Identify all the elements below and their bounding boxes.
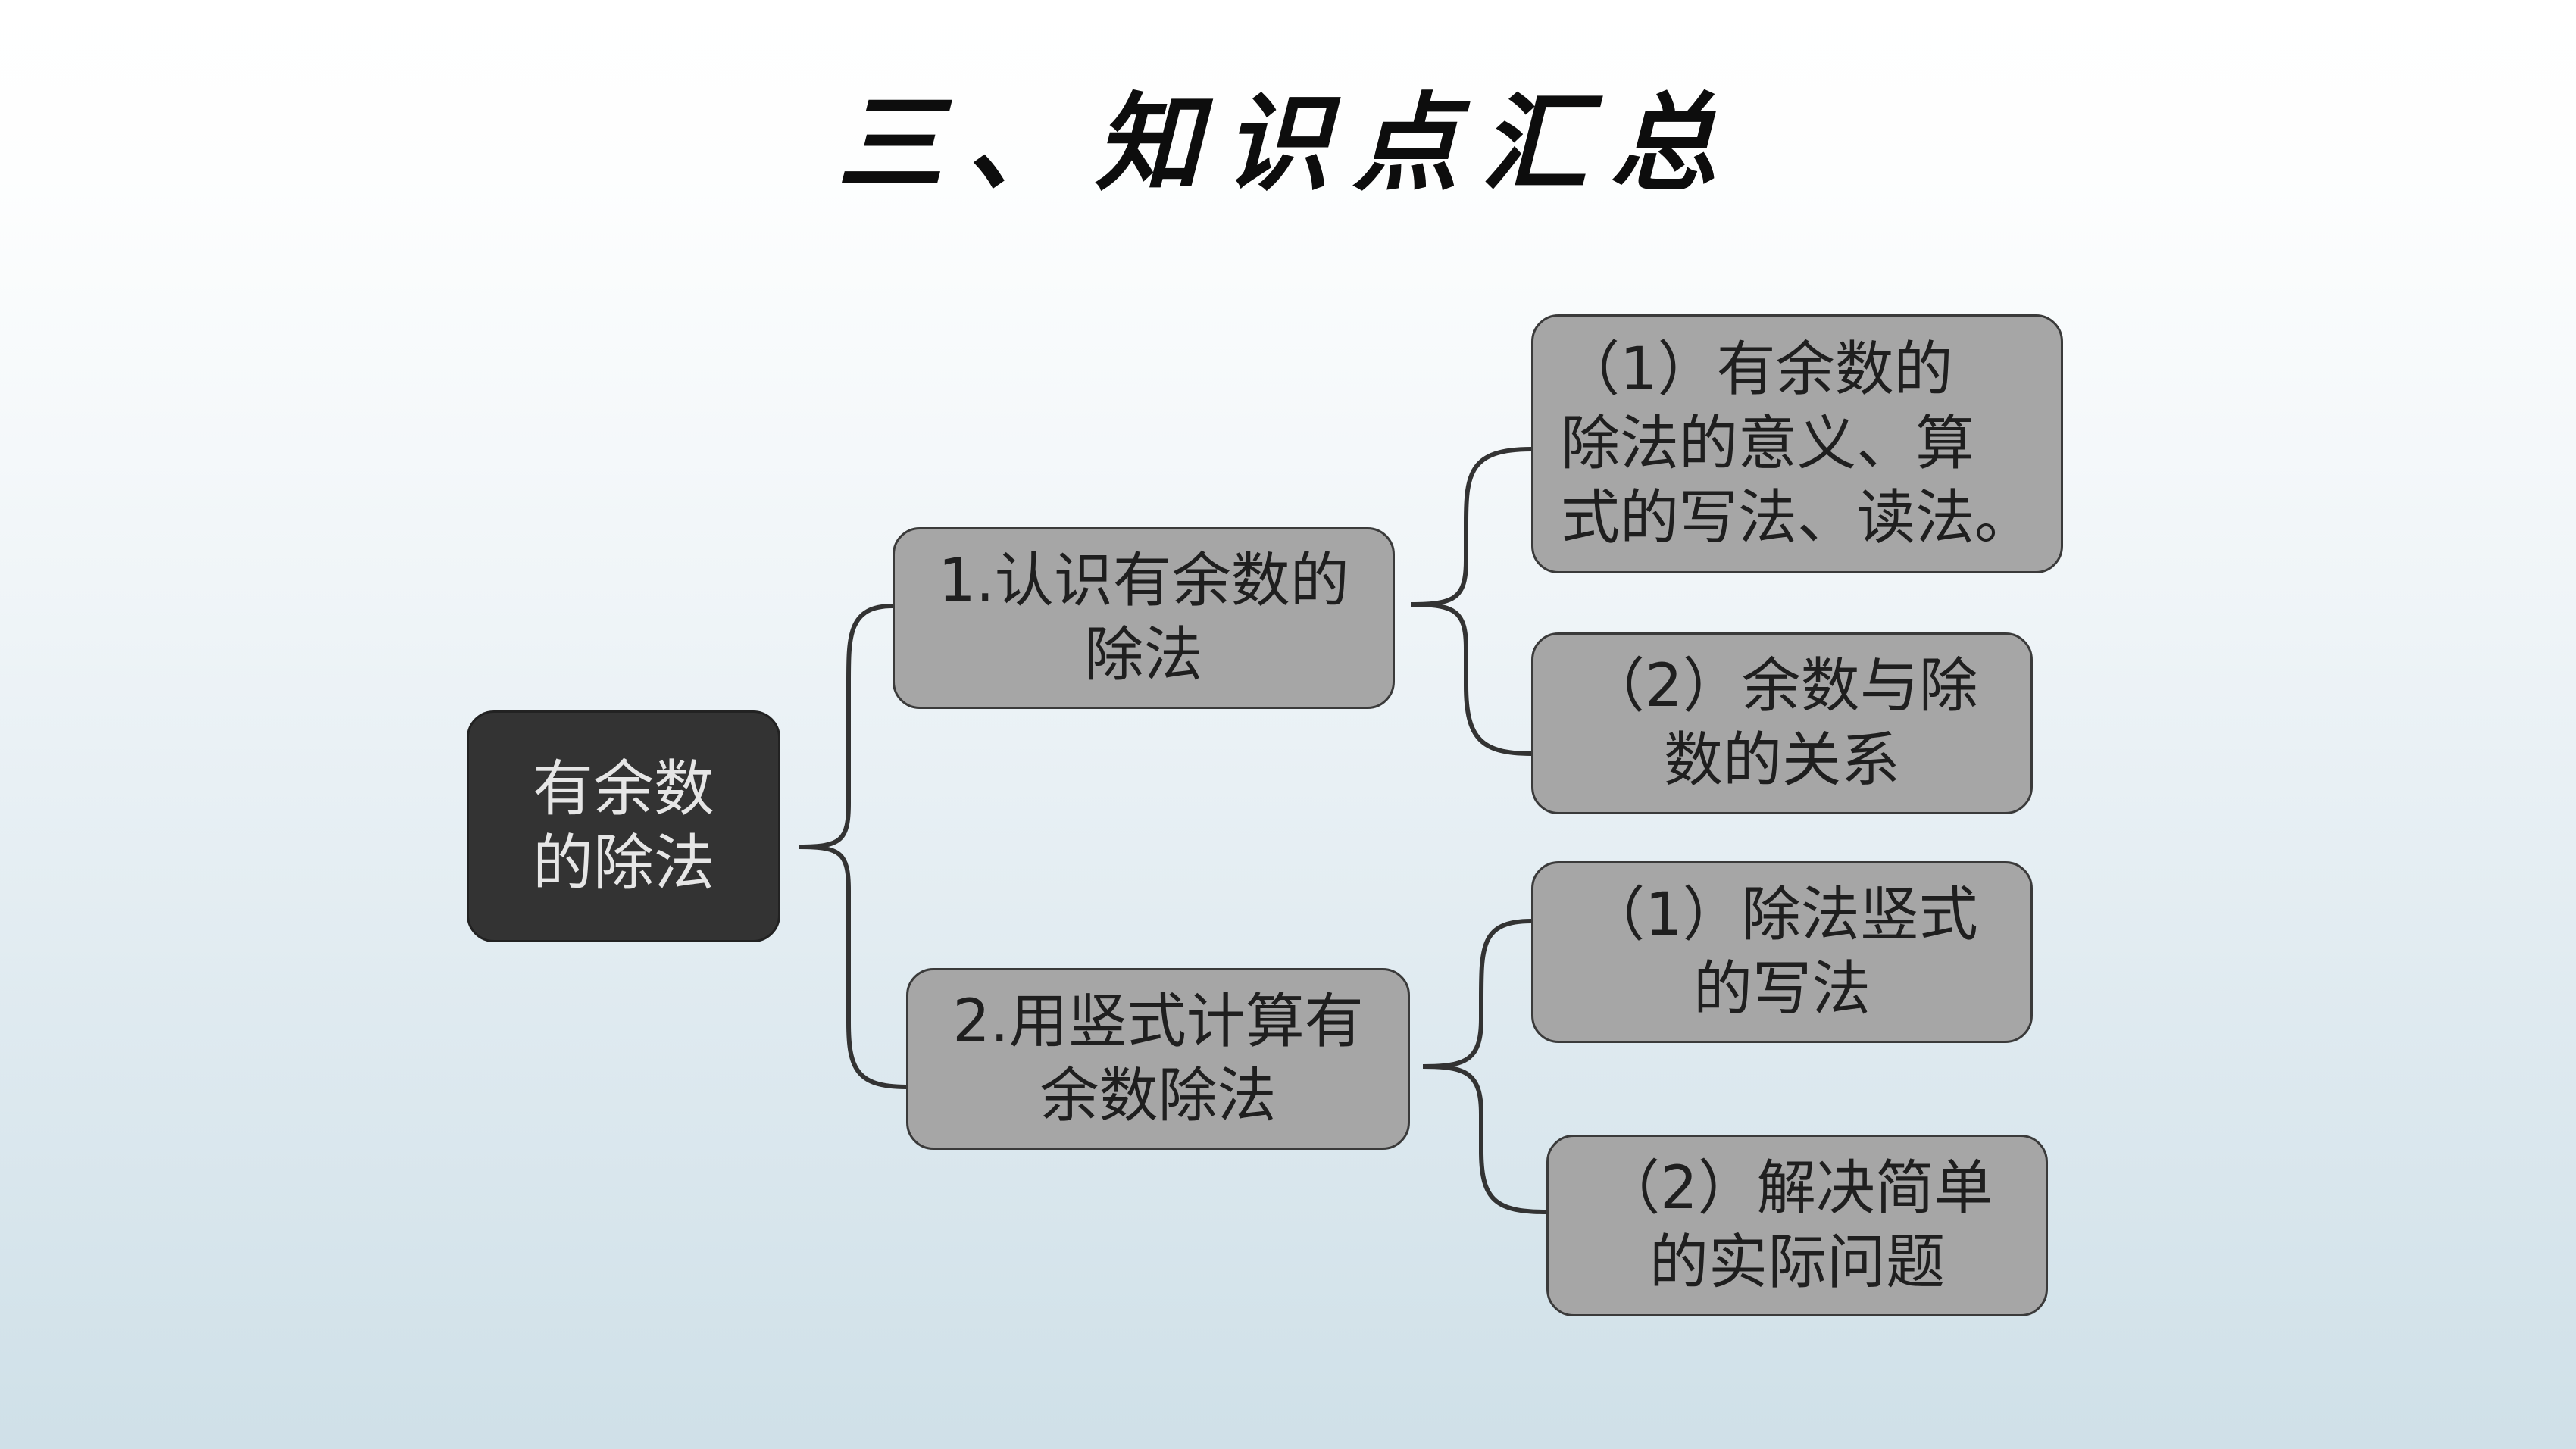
root-line-1: 有余数 bbox=[533, 754, 714, 824]
leaf-2-1-line-2: 的写法 bbox=[1693, 955, 1871, 1023]
leaf-node-1-1: （1）有余数的 除法的意义、算 式的写法、读法。 bbox=[1531, 314, 2063, 573]
branch-node-1: 1.认识有余数的 除法 bbox=[893, 527, 1395, 709]
root-line-2: 的除法 bbox=[533, 828, 714, 898]
leaf-1-1-line-1: （1）有余数的 bbox=[1561, 336, 1953, 404]
leaf-1-2-line-1: （2）余数与除 bbox=[1586, 652, 1978, 720]
leaf-2-2-line-1: （2）解决简单 bbox=[1601, 1154, 1993, 1223]
page-title: 三、知识点汇总 bbox=[836, 82, 1739, 206]
leaf-node-2-1: （1）除法竖式 的写法 bbox=[1531, 861, 2033, 1043]
branch-1-bracket bbox=[1410, 447, 1533, 756]
branch-2-bracket bbox=[1422, 919, 1549, 1214]
branch-2-line-1: 2.用竖式计算有 bbox=[952, 988, 1364, 1056]
leaf-2-1-line-1: （1）除法竖式 bbox=[1586, 881, 1978, 949]
leaf-1-2-line-2: 数的关系 bbox=[1663, 726, 1900, 795]
leaf-node-2-2: （2）解决简单 的实际问题 bbox=[1546, 1135, 2048, 1316]
branch-node-2: 2.用竖式计算有 余数除法 bbox=[906, 968, 1410, 1150]
root-bracket bbox=[799, 604, 908, 1089]
branch-1-line-1: 1.认识有余数的 bbox=[938, 547, 1349, 615]
leaf-node-1-2: （2）余数与除 数的关系 bbox=[1531, 632, 2033, 814]
leaf-1-1-line-3: 式的写法、读法。 bbox=[1561, 484, 2034, 552]
leaf-1-1-line-2: 除法的意义、算 bbox=[1561, 410, 1975, 478]
branch-1-line-2: 除法 bbox=[1084, 621, 1203, 689]
branch-2-line-2: 余数除法 bbox=[1039, 1062, 1277, 1130]
leaf-2-2-line-2: 的实际问题 bbox=[1649, 1229, 1945, 1297]
root-node: 有余数 的除法 bbox=[467, 710, 780, 942]
